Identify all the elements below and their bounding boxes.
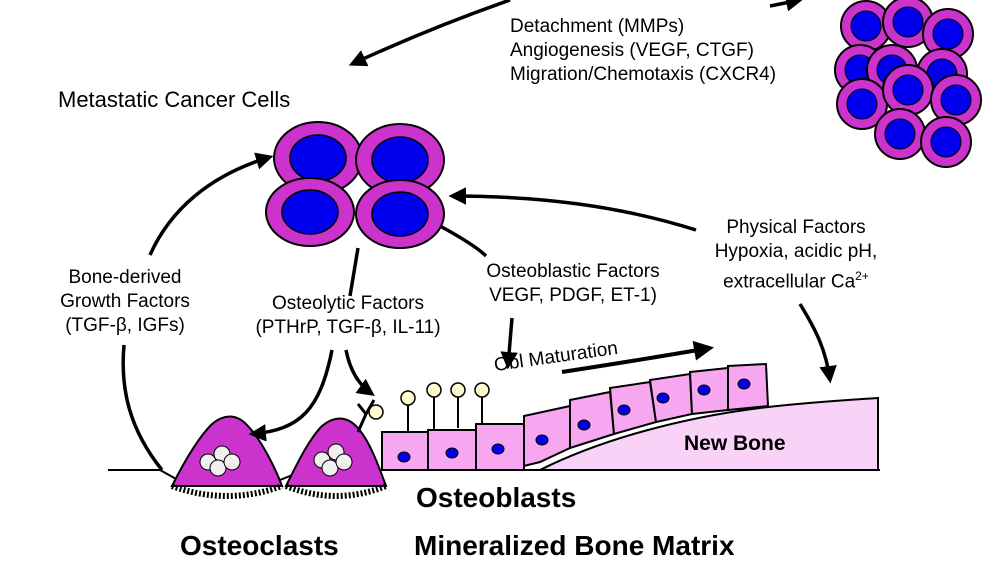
- arrow-bone-derived: [148, 152, 274, 256]
- osteoblasts-label: Osteoblasts: [416, 482, 577, 513]
- osteolytic-label: Osteolytic Factors (PTHrP, TGF-β, IL-11): [228, 292, 468, 340]
- top-factor-1: Detachment (MMPs): [510, 16, 685, 37]
- osteoblastic-label: Osteoblastic Factors VEGF, PDGF, ET-1): [462, 260, 684, 308]
- top-factor-3: Migration/Chemotaxis (CXCR4): [510, 64, 777, 85]
- bone-derived-label: Bone-derived Growth Factors (TGF-β, IGFs…: [40, 266, 210, 338]
- physical-factors-label: Physical Factors Hypoxia, acidic pH, ext…: [696, 216, 896, 294]
- top-factors-text: Detachment (MMPs) Angiogenesis (VEGF, CT…: [510, 15, 776, 87]
- bone-derived-line-1: Bone-derived: [68, 267, 182, 288]
- osteoclast: [284, 399, 388, 499]
- arrow-obl-maturation: [561, 340, 714, 374]
- new-bone-region: [539, 396, 879, 471]
- calcium-superscript: 2+: [855, 269, 869, 283]
- physical-line-3-text: extracellular Ca: [723, 271, 856, 293]
- arrow-osteolytic-down: [348, 247, 360, 297]
- osteoblastic-line-2: VEGF, PDGF, ET-1): [489, 285, 657, 306]
- arrow-osteolytic-to-receptor: [344, 349, 375, 397]
- osteolytic-line-2: (PTHrP, TGF-β, IL-11): [255, 317, 441, 338]
- cancer-cells-label: Metastatic Cancer Cells: [58, 87, 291, 112]
- arrow-to-cancer-cells-top: [348, 0, 511, 67]
- cancer-cell: [355, 179, 445, 249]
- arrow-osteolytic-to-osteoclast: [248, 349, 334, 442]
- osteoblastic-line-1: Osteoblastic Factors: [486, 261, 660, 282]
- arrow-osteoblastic: [439, 224, 488, 258]
- osteoclast: [170, 415, 284, 499]
- tumor-cell-cluster: [834, 0, 982, 168]
- arrow-physical-to-cancer: [448, 187, 697, 232]
- physical-line-2: Hypoxia, acidic pH,: [714, 241, 878, 262]
- new-bone-label: New Bone: [684, 432, 786, 455]
- osteoblast-layer: [381, 362, 770, 471]
- cancer-cell-cluster: [265, 121, 445, 249]
- mineralized-matrix-label: Mineralized Bone Matrix: [414, 530, 735, 561]
- physical-line-1: Physical Factors: [726, 217, 866, 238]
- top-factor-2: Angiogenesis (VEGF, CTGF): [510, 40, 754, 61]
- bone-derived-line-2: Growth Factors: [60, 291, 190, 312]
- cancer-cell: [265, 177, 355, 247]
- bone-derived-line-3: (TGF-β, IGFs): [65, 315, 185, 336]
- arrow-osteoblastic-down: [500, 317, 518, 370]
- osteolytic-line-1: Osteolytic Factors: [271, 293, 425, 314]
- cancer-cell: [355, 123, 445, 197]
- arrow-to-tumor-top-right: [769, 0, 804, 12]
- physical-line-3: extracellular Ca2+: [696, 264, 896, 294]
- arrow-physical-down: [798, 303, 837, 384]
- arrow-growth-factors-up: [121, 344, 164, 472]
- osteoclasts-label: Osteoclasts: [180, 530, 339, 561]
